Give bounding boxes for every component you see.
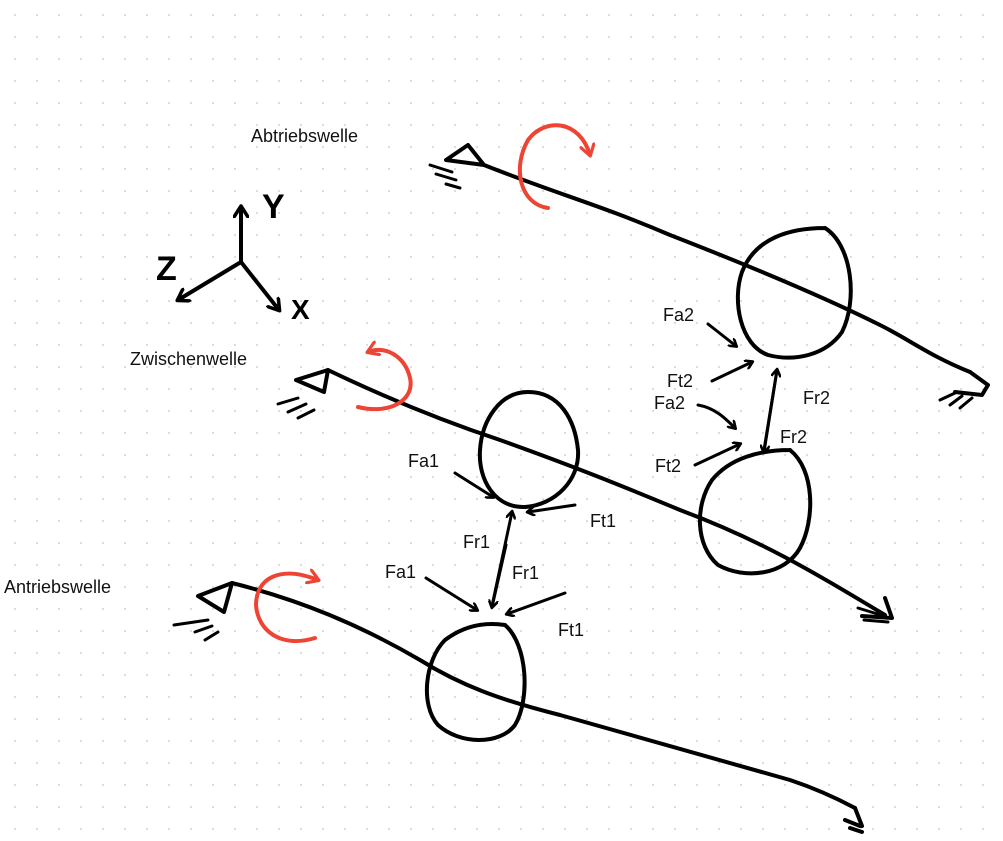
gear1-force-arrows (424, 471, 577, 614)
intermediate-bearing-right (860, 596, 894, 620)
fr1-bottom-label: Fr1 (512, 563, 539, 583)
gear2-force-arrows (693, 322, 779, 467)
ft2-top-label: Ft2 (667, 371, 694, 391)
x-axis-arrow (239, 260, 279, 310)
fr1-arrow-down (492, 543, 508, 607)
intermediate-shaft (276, 368, 894, 624)
input-bearing-left (196, 581, 234, 614)
coordinate-system (178, 207, 279, 310)
fr1-top-label: Fr1 (463, 532, 490, 552)
y-axis-label: Y (262, 188, 285, 226)
gear1-bottom-circle (424, 621, 527, 742)
output-bearing-left (444, 143, 486, 167)
output-rotation-arrow (517, 123, 590, 210)
ft1-bottom-label: Ft1 (558, 620, 585, 640)
input-bearing-left-hatch (172, 618, 220, 642)
z-axis-label: Z (156, 250, 177, 288)
intermediate-shaft-line (326, 368, 887, 617)
output-bearing-right-hatch (938, 391, 974, 410)
gear2-top-circle (735, 226, 853, 360)
fa1-bottom-arrow (424, 576, 477, 610)
intermediate-bearing-left (294, 368, 330, 394)
intermediate-bearing-right-hatch (856, 606, 890, 624)
gear2-bottom-circle (697, 448, 813, 576)
ft2-top-arrow (710, 362, 752, 383)
input-rotation-arrow (254, 574, 318, 643)
z-axis-arrow (178, 260, 243, 300)
x-axis-label: X (291, 294, 310, 325)
input-bearing-right (843, 806, 864, 834)
intermediate-shaft-label: Zwischenwelle (130, 349, 248, 369)
ft1-bottom-arrow (507, 591, 567, 614)
fa2-top-label: Fa2 (663, 305, 695, 325)
fa1-bottom-label: Fa1 (385, 562, 417, 582)
fa2-bottom-arrow (696, 403, 735, 428)
output-bearing-left-hatch (428, 163, 462, 190)
fr2-bottom-label: Fr2 (780, 427, 807, 447)
output-shaft (428, 143, 990, 410)
ft1-top-arrow (528, 503, 577, 512)
fa2-bottom-label: Fa2 (654, 393, 686, 413)
ft2-bottom-arrow (693, 444, 740, 467)
fa2-top-arrow (706, 322, 736, 346)
gear1-top-circle (477, 390, 581, 510)
output-shaft-label: Abtriebswelle (251, 126, 359, 146)
intermediate-rotation-arrow (356, 350, 413, 412)
output-shaft-line (482, 163, 972, 374)
fa1-top-label: Fa1 (408, 451, 440, 471)
fr2-top-label: Fr2 (803, 388, 830, 408)
output-bearing-right (953, 370, 990, 397)
intermediate-bearing-left-hatch (276, 396, 316, 420)
input-shaft (172, 581, 864, 834)
input-shaft-line (230, 581, 857, 810)
fa1-top-arrow (453, 471, 493, 497)
fr2-arrow-down (764, 368, 779, 452)
ft1-top-label: Ft1 (590, 511, 617, 531)
input-shaft-label: Antriebswelle (4, 577, 112, 597)
ft2-bottom-label: Ft2 (655, 456, 682, 476)
